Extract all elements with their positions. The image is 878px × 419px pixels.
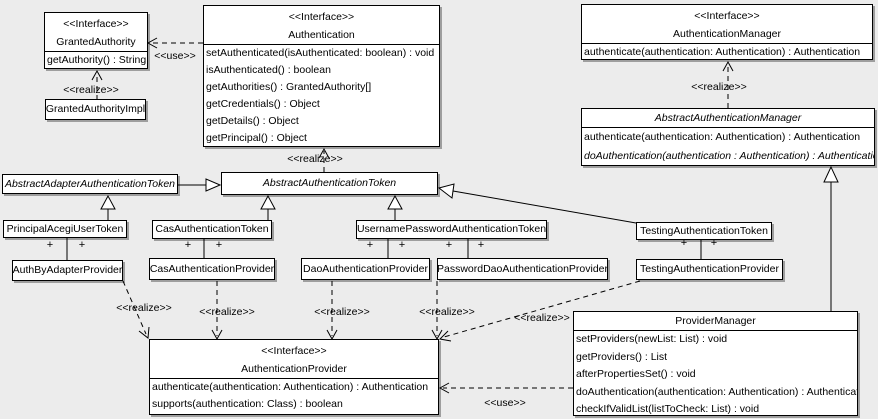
association-end-label: + <box>366 239 374 251</box>
methods-compartment: setAuthenticated(isAuthenticated: boolea… <box>204 44 439 146</box>
stereotype-label: <<Interface>> <box>694 10 760 22</box>
class-authentication-provider[interactable]: <<Interface>> AuthenticationProvider aut… <box>149 339 439 415</box>
methods-compartment: authenticate(authentication: Authenticat… <box>582 43 872 59</box>
stereotype-label: <<Interface>> <box>288 11 355 23</box>
realize-label: <<realize>> <box>691 81 747 93</box>
methods-compartment: authenticate(authentication: Authenticat… <box>582 127 875 165</box>
generalization-edge-principal-to-adapter-token <box>100 194 116 220</box>
association-end-label: + <box>184 239 192 251</box>
association-edges-token-provider <box>66 238 702 260</box>
class-cas-authentication-token[interactable]: CasAuthenticationToken <box>152 220 272 239</box>
class-name: CasAuthenticationToken <box>155 223 269 235</box>
realize-label: <<realize>> <box>314 306 370 318</box>
association-end-label: + <box>46 239 54 251</box>
method: getProviders() : List <box>576 350 668 363</box>
class-name: AuthByAdapterProvider <box>12 264 123 276</box>
methods-compartment: authenticate(authentication: Authenticat… <box>150 378 438 413</box>
class-authentication[interactable]: <<Interface>> Authentication setAuthenti… <box>203 5 440 147</box>
method: doAuthentication(authentication: Authent… <box>576 385 858 398</box>
association-end-label: + <box>215 239 223 251</box>
class-username-password-authentication-token[interactable]: UsernamePasswordAuthenticationToken <box>356 220 547 239</box>
use-label: <<use>> <box>154 50 196 62</box>
association-end-label: + <box>710 237 718 249</box>
class-auth-by-adapter-provider[interactable]: AuthByAdapterProvider <box>12 260 123 281</box>
class-granted-authority[interactable]: <<Interface>> GrantedAuthority getAuthor… <box>44 12 148 69</box>
association-end-label: + <box>477 239 485 251</box>
realize-label: <<realize>> <box>116 302 172 314</box>
association-end-label: + <box>78 239 86 251</box>
class-header: <<Interface>> AuthenticationProvider <box>150 340 438 378</box>
class-cas-authentication-provider[interactable]: CasAuthenticationProvider <box>149 258 275 280</box>
method: setProviders(newList: List) : void <box>576 333 728 345</box>
methods-compartment: setProviders(newList: List) : void getPr… <box>574 330 858 415</box>
method: authenticate(authentication: Authenticat… <box>152 381 429 393</box>
class-principal-acegi-user-token[interactable]: PrincipalAcegiUserToken <box>3 220 127 238</box>
stereotype-label: <<Interface>> <box>63 18 129 30</box>
methods-compartment: getAuthority() : String <box>45 51 147 68</box>
realize-label: <<realize>> <box>287 153 343 165</box>
class-name: AuthenticationProvider <box>241 363 347 375</box>
method: setAuthenticated(isAuthenticated: boolea… <box>206 47 435 59</box>
method: authenticate(authentication: Authenticat… <box>584 46 861 58</box>
method: getDetails() : Object <box>206 115 299 127</box>
class-name: Authentication <box>288 29 355 41</box>
class-name: GrantedAuthority <box>56 36 136 48</box>
class-password-dao-authentication-provider[interactable]: PasswordDaoAuthenticationProvider <box>437 258 608 280</box>
class-name: AbstractAuthenticationToken <box>262 177 397 189</box>
class-name: AbstractAdapterAuthenticationToken <box>4 177 176 190</box>
class-authentication-manager[interactable]: <<Interface>> AuthenticationManager auth… <box>581 4 873 60</box>
method: getPrincipal() : Object <box>206 132 307 144</box>
class-testing-authentication-provider[interactable]: TestingAuthenticationProvider <box>636 259 783 280</box>
method: getAuthority() : String <box>47 54 147 66</box>
realize-label: <<realize>> <box>514 312 570 324</box>
class-name: GrantedAuthorityImpl <box>45 103 146 115</box>
class-name: ProviderManager <box>675 315 756 327</box>
class-name: DaoAuthenticationProvider <box>303 262 428 275</box>
class-header: <<Interface>> AuthenticationManager <box>582 5 872 43</box>
class-name: AbstractAuthenticationManager <box>654 112 802 124</box>
realize-label: <<realize>> <box>199 306 255 318</box>
class-testing-authentication-token[interactable]: TestingAuthenticationToken <box>636 222 772 240</box>
association-end-label: + <box>398 239 406 251</box>
method: authenticate(authentication: Authenticat… <box>584 131 861 143</box>
class-granted-authority-impl[interactable]: GrantedAuthorityImpl <box>45 99 146 120</box>
method: getCredentials() : Object <box>206 98 320 110</box>
method-abstract: doAuthentication(authentication : Authen… <box>584 150 875 162</box>
class-abstract-adapter-authentication-token[interactable]: AbstractAdapterAuthenticationToken <box>2 174 178 194</box>
class-provider-manager[interactable]: ProviderManager setProviders(newList: Li… <box>573 311 858 416</box>
class-header: <<Interface>> GrantedAuthority <box>45 13 147 51</box>
class-name: TestingAuthenticationToken <box>640 224 768 237</box>
generalization-edge-usernamepassword-to-abstract-token <box>387 194 403 220</box>
class-abstract-authentication-token[interactable]: AbstractAuthenticationToken <box>221 172 438 195</box>
class-name: PasswordDaoAuthenticationProvider <box>437 262 608 275</box>
association-end-label: + <box>445 239 453 251</box>
class-dao-authentication-provider[interactable]: DaoAuthenticationProvider <box>301 258 430 280</box>
generalization-edge-cas-to-abstract-token <box>260 194 276 220</box>
realize-label: <<realize>> <box>63 84 119 96</box>
class-name: CasAuthenticationProvider <box>149 262 275 275</box>
class-abstract-authentication-manager[interactable]: AbstractAuthenticationManager authentica… <box>581 108 875 166</box>
method: afterPropertiesSet() : void <box>576 368 696 380</box>
realize-label: <<realize>> <box>419 306 475 318</box>
class-name: AuthenticationManager <box>673 28 781 40</box>
generalization-edge-adapter-to-abstract-token <box>178 178 222 192</box>
class-name: PrincipalAcegiUserToken <box>6 222 124 235</box>
class-name: UsernamePasswordAuthenticationToken <box>356 223 547 235</box>
class-header: <<Interface>> Authentication <box>204 6 439 44</box>
method: getAuthorities() : GrantedAuthority[] <box>206 81 372 93</box>
method: isAuthenticated() : boolean <box>206 64 331 76</box>
method: supports(authentication: Class) : boolea… <box>152 398 343 410</box>
generalization-edge-testing-to-abstract-token <box>437 183 637 224</box>
stereotype-label: <<Interface>> <box>261 345 327 357</box>
use-label: <<use>> <box>484 397 526 409</box>
association-end-label: + <box>680 237 688 249</box>
method: checkIfValidList(listToCheck: List) : vo… <box>576 403 760 415</box>
class-name: TestingAuthenticationProvider <box>640 263 779 275</box>
generalization-edge-providermanager-to-abstract-manager <box>823 165 839 311</box>
